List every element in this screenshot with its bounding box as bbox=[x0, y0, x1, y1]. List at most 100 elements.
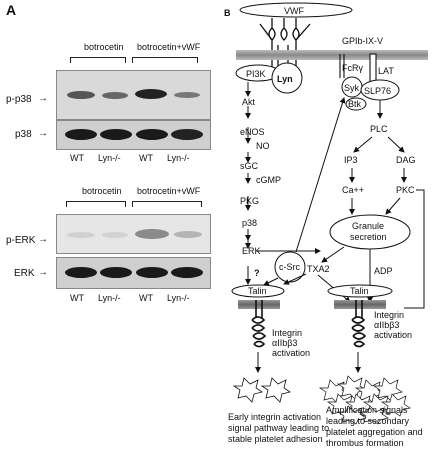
erk-label: ERK bbox=[242, 246, 261, 256]
band bbox=[136, 129, 168, 140]
panel-a-letter: A bbox=[6, 2, 17, 18]
caption-right-4: thrombus formation bbox=[326, 438, 404, 448]
blot1-row1-membrane bbox=[56, 70, 211, 120]
blot1-lane-4: Lyn-/- bbox=[167, 153, 190, 163]
integrin-left-3: activation bbox=[272, 348, 310, 358]
integrin-left-coil bbox=[251, 300, 267, 348]
integrin-right-1: Integrin bbox=[374, 310, 404, 320]
cgmp-label: cGMP bbox=[256, 175, 281, 185]
fcr-label: FcRγ bbox=[342, 63, 363, 73]
band bbox=[65, 129, 97, 140]
ip3-label: IP3 bbox=[344, 155, 358, 165]
csrc-to-signalosome-arrow bbox=[295, 97, 346, 253]
caption-right-1: Amplification signals bbox=[326, 405, 408, 415]
band bbox=[102, 92, 128, 99]
syk-label: Syk bbox=[344, 83, 360, 93]
blot2-lane-4: Lyn-/- bbox=[167, 293, 190, 303]
lyn-node bbox=[271, 62, 303, 94]
dag-label: DAG bbox=[396, 155, 416, 165]
blot2-bracket-left bbox=[66, 201, 126, 207]
band bbox=[174, 92, 200, 98]
band bbox=[100, 129, 132, 140]
blot1-bracket-right bbox=[132, 57, 198, 63]
p38-label: p38 bbox=[242, 218, 257, 228]
blot2-bracket-right bbox=[132, 201, 202, 207]
blot1-row2-membrane bbox=[56, 120, 211, 150]
no-label: NO bbox=[256, 141, 270, 151]
panel-b-letter: B bbox=[224, 8, 231, 18]
enos-label: eNOS bbox=[240, 127, 265, 137]
blot2-lane-3: WT bbox=[139, 293, 153, 303]
blot1-group-right: botrocetin+vWF bbox=[137, 42, 201, 52]
blot1-lane-3: WT bbox=[139, 153, 153, 163]
platelets-adhesion bbox=[232, 377, 291, 403]
plc-label: PLC bbox=[370, 124, 388, 134]
vwf-ellipse bbox=[239, 2, 353, 18]
band bbox=[102, 232, 128, 238]
adp-label: ADP bbox=[374, 266, 393, 276]
gpib-label: GPIb-IX-V bbox=[342, 36, 383, 46]
talin-right-node bbox=[327, 284, 393, 298]
band bbox=[136, 267, 168, 278]
blot2-lane-2: Lyn-/- bbox=[98, 293, 121, 303]
blot2-group-left: botrocetin bbox=[82, 186, 122, 196]
blot2-row2-membrane bbox=[56, 257, 211, 289]
caption-right-2: leading to secondary bbox=[326, 416, 410, 426]
blot2-row1-membrane bbox=[56, 214, 211, 254]
csrc-label: c-Src bbox=[279, 262, 300, 272]
vwf-label: VWF bbox=[284, 6, 304, 16]
granule-label-1: Granule bbox=[352, 221, 384, 231]
question-mark: ? bbox=[254, 268, 260, 278]
band bbox=[171, 267, 203, 278]
gpib-receptor bbox=[259, 18, 311, 75]
pkg-label: PKG bbox=[240, 196, 259, 206]
membrane-right bbox=[334, 300, 386, 309]
talin-right-label: Talin bbox=[350, 286, 369, 296]
pkc-bypass-line bbox=[404, 189, 425, 309]
pkc-label: PKC bbox=[396, 185, 415, 195]
lat-label: LAT bbox=[378, 66, 394, 76]
integrin-left-2: αIIbβ3 bbox=[272, 338, 297, 348]
blot1-bracket-left bbox=[70, 57, 126, 63]
blot2-row1-arrow: → bbox=[38, 234, 48, 245]
ca-label: Ca++ bbox=[342, 185, 364, 195]
integrin-right-3: activation bbox=[374, 330, 412, 340]
band bbox=[67, 232, 95, 238]
band bbox=[65, 267, 97, 278]
blot2-row2-arrow: → bbox=[38, 267, 48, 278]
blot1-lane-2: Lyn-/- bbox=[98, 153, 121, 163]
talin-left-node bbox=[231, 284, 285, 298]
akt-label: Akt bbox=[242, 97, 256, 107]
integrin-left-1: Integrin bbox=[272, 328, 302, 338]
lyn-label: Lyn bbox=[277, 74, 293, 84]
blot1-group-left: botrocetin bbox=[84, 42, 124, 52]
band bbox=[135, 229, 169, 239]
caption-left-2: signal pathway leading to bbox=[228, 423, 330, 433]
membrane-left bbox=[238, 300, 280, 309]
csrc-node bbox=[274, 251, 306, 283]
talin-left-label: Talin bbox=[248, 286, 267, 296]
btk-label: Btk bbox=[348, 99, 362, 109]
blot2-group-right: botrocetin+vWF bbox=[137, 186, 201, 196]
txa2-label: TXA2 bbox=[307, 264, 330, 274]
band bbox=[67, 91, 95, 99]
band bbox=[135, 89, 167, 99]
caption-left-1: Early integrin activation bbox=[228, 412, 322, 422]
platelets-aggregate bbox=[318, 375, 411, 425]
pi3k-label: PI3K bbox=[246, 69, 266, 79]
granule-label-2: secretion bbox=[350, 232, 387, 242]
blot1-row2-label: p38 bbox=[15, 129, 32, 140]
slp76-label: SLP76 bbox=[364, 86, 391, 96]
caption-right-3: platelet aggregation and bbox=[326, 427, 423, 437]
integrin-right-2: αIIbβ3 bbox=[374, 320, 399, 330]
blot2-lane-1: WT bbox=[70, 293, 84, 303]
blot1-row1-label: p-p38 bbox=[6, 94, 32, 105]
blot2-row1-label: p-ERK bbox=[6, 235, 36, 246]
integrin-right-coil bbox=[351, 300, 367, 348]
caption-left-3: stable platelet adhesion bbox=[228, 434, 323, 444]
blot1-lane-1: WT bbox=[70, 153, 84, 163]
blot1-row1-arrow: → bbox=[38, 93, 48, 104]
btk-node bbox=[345, 97, 367, 111]
